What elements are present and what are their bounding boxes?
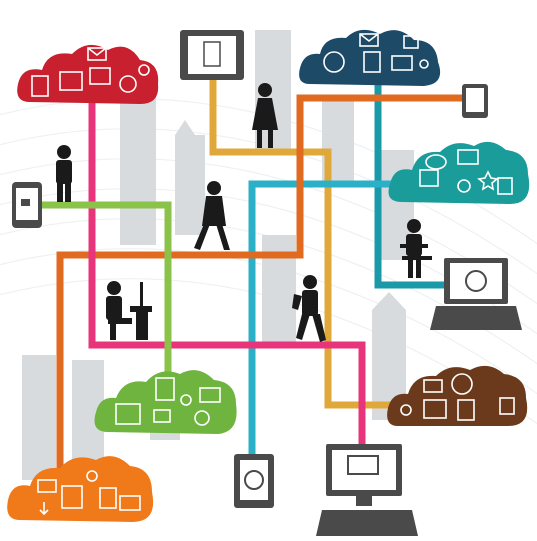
book-icon xyxy=(31,75,49,97)
globe-icon xyxy=(323,51,345,73)
desktop-presentation-icon xyxy=(316,444,418,536)
building xyxy=(175,135,205,235)
list-icon xyxy=(497,177,513,195)
star-icon xyxy=(477,170,499,191)
chart-icon xyxy=(59,71,83,91)
cloud-icons xyxy=(31,33,515,516)
person-walking-icon xyxy=(292,275,326,342)
document-icon xyxy=(99,487,117,509)
smartphone-video-icon xyxy=(12,182,42,228)
brown-cloud xyxy=(387,365,528,426)
network-icon xyxy=(457,179,471,193)
person-walking-tablet-icon xyxy=(194,181,230,250)
building xyxy=(175,120,195,135)
gear-icon xyxy=(86,470,98,482)
teal-cloud xyxy=(388,141,530,204)
mail-icon xyxy=(359,33,379,47)
laptop-globe-icon xyxy=(430,258,522,330)
blue-line xyxy=(248,180,399,456)
building xyxy=(372,292,406,310)
person-headset-icon xyxy=(56,145,72,202)
music-icon xyxy=(119,75,137,93)
chat-icon xyxy=(425,154,447,170)
person-desk-computer-icon xyxy=(106,281,152,340)
phone-icon xyxy=(403,35,419,49)
web-icon xyxy=(423,399,447,419)
photo-icon xyxy=(419,169,439,187)
tablet-document-icon xyxy=(180,30,244,80)
tablet-small-icon xyxy=(462,84,488,118)
video-icon xyxy=(199,387,221,403)
pink-line xyxy=(88,101,366,449)
mail-icon xyxy=(87,47,107,61)
document-icon xyxy=(457,399,475,421)
document-icon xyxy=(155,377,175,401)
presentation-icon xyxy=(391,55,413,71)
gear-icon xyxy=(138,64,150,76)
chart-icon xyxy=(119,495,141,511)
contact-icon xyxy=(194,410,210,426)
teal-line xyxy=(374,76,449,289)
yellow-line xyxy=(209,76,394,409)
person-phone-icon xyxy=(252,83,278,148)
gear-icon xyxy=(400,404,412,416)
navy-cloud xyxy=(299,29,441,86)
building xyxy=(120,95,156,245)
video-icon xyxy=(89,67,111,85)
mail-icon xyxy=(37,479,57,493)
tablet-disc-icon xyxy=(234,454,274,508)
download-icon xyxy=(39,502,49,516)
building xyxy=(22,355,56,480)
video-icon xyxy=(457,149,479,165)
orange-line xyxy=(56,94,466,472)
mail-icon xyxy=(153,409,171,423)
document-icon xyxy=(363,51,381,73)
green-cloud xyxy=(94,370,237,434)
people xyxy=(56,83,432,342)
web-icon xyxy=(115,403,141,425)
list-icon xyxy=(499,397,515,415)
refresh-icon xyxy=(180,394,192,406)
mail-icon xyxy=(423,379,443,393)
music-icon xyxy=(419,59,429,69)
person-laptop-icon xyxy=(400,219,432,278)
devices xyxy=(12,30,522,536)
book-icon xyxy=(61,485,83,509)
connection-lines xyxy=(40,76,466,472)
green-line xyxy=(40,201,172,382)
film-icon xyxy=(451,373,473,395)
